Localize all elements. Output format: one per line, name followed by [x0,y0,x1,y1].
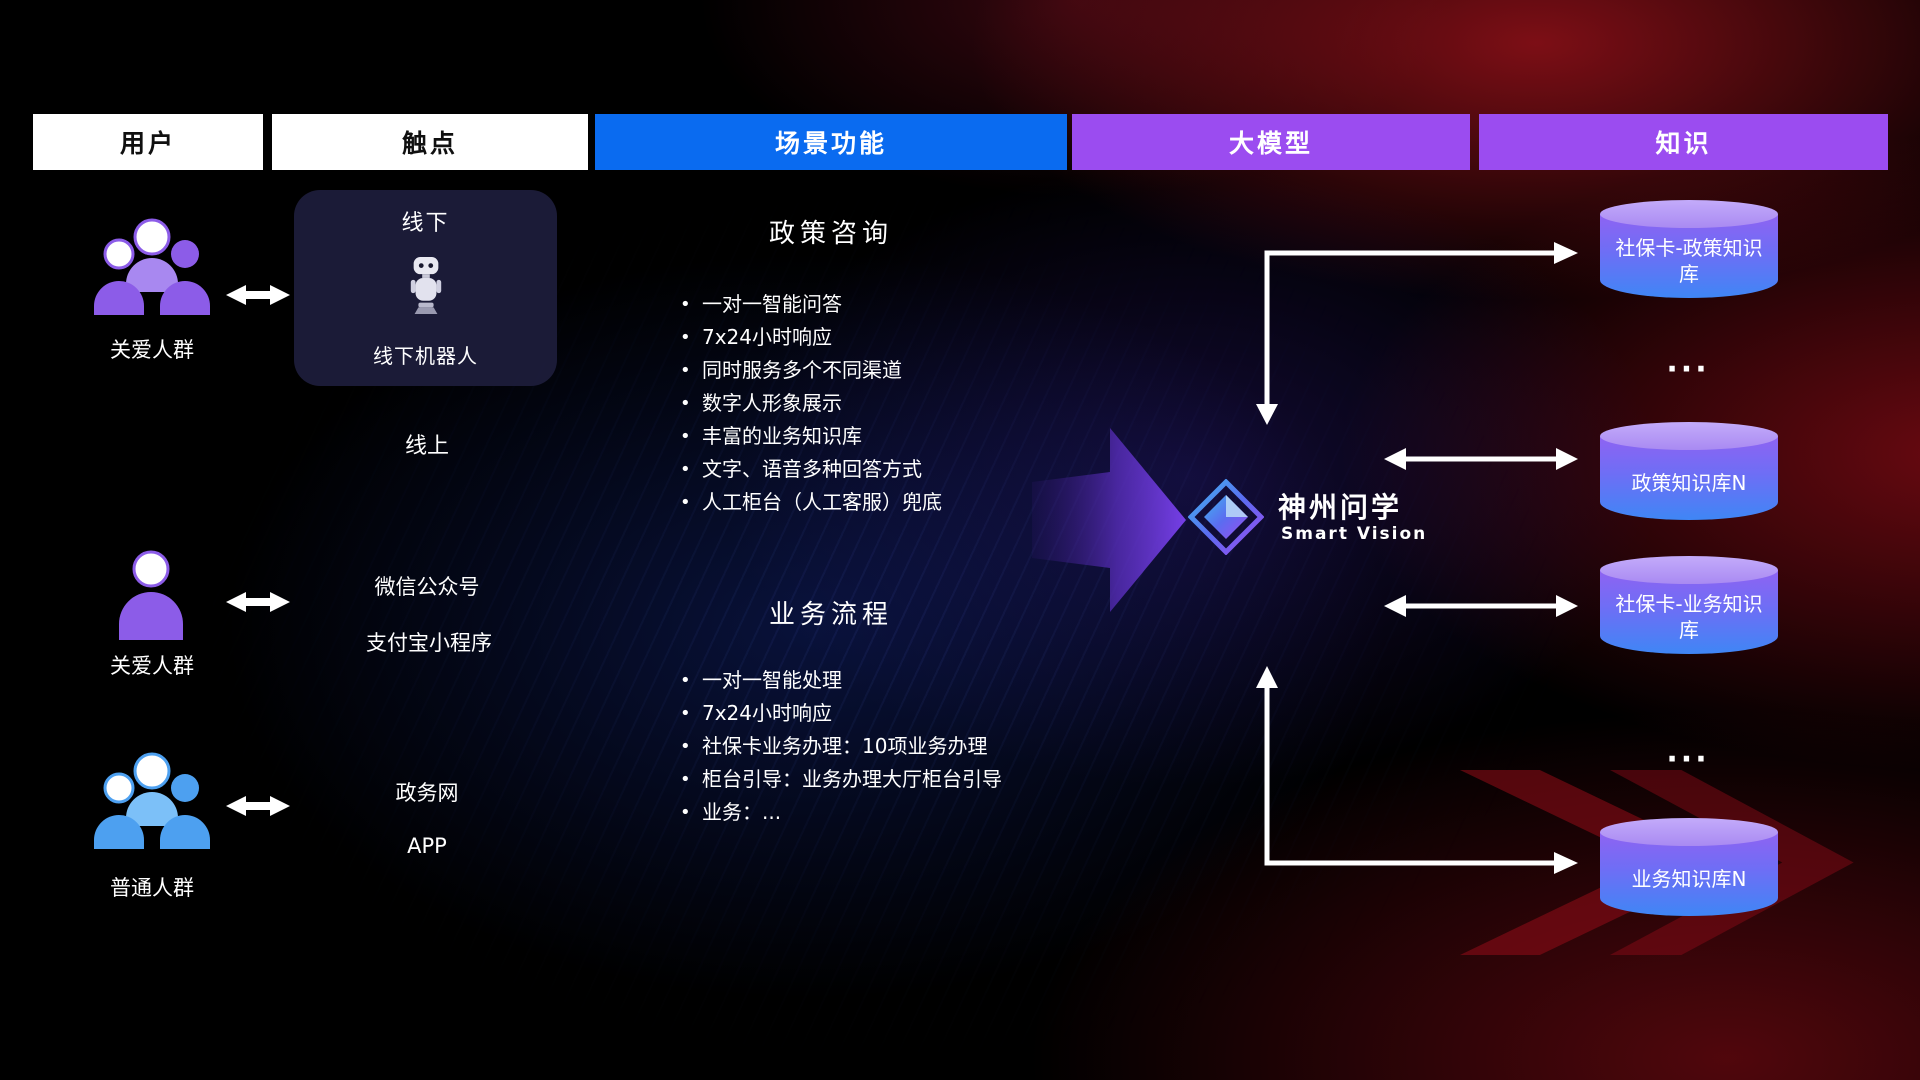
list-item: 一对一智能处理 [678,664,1002,697]
list-item: 社保卡业务办理：10项业务办理 [678,730,1002,763]
column-header-users: 用户 [33,114,263,170]
group-people-icon [92,748,212,856]
database-icon-top [1600,556,1778,584]
list-item: 数字人形象展示 [678,387,942,420]
double-arrow-icon [226,592,290,612]
list-item: 人工柜台（人工客服）兜底 [678,486,942,519]
corner-arrow-icon [1256,242,1578,425]
smart-vision-logo-icon [1187,478,1265,559]
user-group-label: 关爱人群 [110,654,194,678]
db-sscard-business: 社保卡-业务知识库 [1600,556,1778,654]
offline-robot-label: 线下机器人 [373,344,478,368]
column-header-scenarios: 场景功能 [595,114,1067,170]
database-icon-top [1600,200,1778,228]
knowledge-ellipsis: ... [1666,344,1710,380]
list-item: 文字、语音多种回答方式 [678,453,942,486]
list-item: 柜台引导：业务办理大厅柜台引导 [678,763,1002,796]
robot-icon [407,255,445,322]
channel-wechat: 微信公众号 [374,575,480,599]
db-policy-n: 政策知识库N [1600,422,1778,520]
group-people-icon [92,214,212,322]
knowledge-ellipsis: ... [1666,734,1710,770]
list-item: 业务：... [678,796,1002,829]
user-group-label: 关爱人群 [110,338,194,362]
model-name: 神州问学 [1278,491,1403,524]
scenario-business-list: 一对一智能处理 7x24小时响应 社保卡业务办理：10项业务办理 柜台引导：业务… [678,664,1002,829]
double-arrow-icon [1384,448,1578,470]
channel-alipay: 支付宝小程序 [366,631,492,655]
list-item: 7x24小时响应 [678,321,942,354]
model-subtitle: Smart Vision [1281,524,1428,544]
online-title: 线上 [404,434,450,459]
list-item: 一对一智能问答 [678,288,942,321]
column-header-touchpoints: 触点 [272,114,588,170]
list-item: 7x24小时响应 [678,697,1002,730]
single-person-icon [116,548,186,646]
channel-app: APP [407,834,447,858]
database-icon-top [1600,422,1778,450]
db-business-n: 业务知识库N [1600,818,1778,916]
flow-arrow-icon [1032,428,1186,612]
scenario-policy-list: 一对一智能问答 7x24小时响应 同时服务多个不同渠道 数字人形象展示 丰富的业… [678,288,942,519]
database-icon-top [1600,818,1778,846]
scenario-title-policy: 政策咨询 [768,219,894,249]
db-sscard-policy: 社保卡-政策知识库 [1600,200,1778,298]
channel-govweb: 政务网 [395,781,459,805]
offline-touchpoint-card: 线下 线下机器人 [294,190,557,386]
list-item: 丰富的业务知识库 [678,420,942,453]
double-arrow-icon [226,796,290,816]
corner-arrow-icon [1256,666,1578,874]
double-arrow-icon [226,285,290,305]
column-header-model: 大模型 [1072,114,1470,170]
list-item: 同时服务多个不同渠道 [678,354,942,387]
user-group-label: 普通人群 [110,876,194,900]
column-header-knowledge: 知识 [1479,114,1888,170]
offline-title: 线下 [401,211,450,236]
scenario-title-business: 业务流程 [768,600,894,630]
double-arrow-icon [1384,595,1578,617]
